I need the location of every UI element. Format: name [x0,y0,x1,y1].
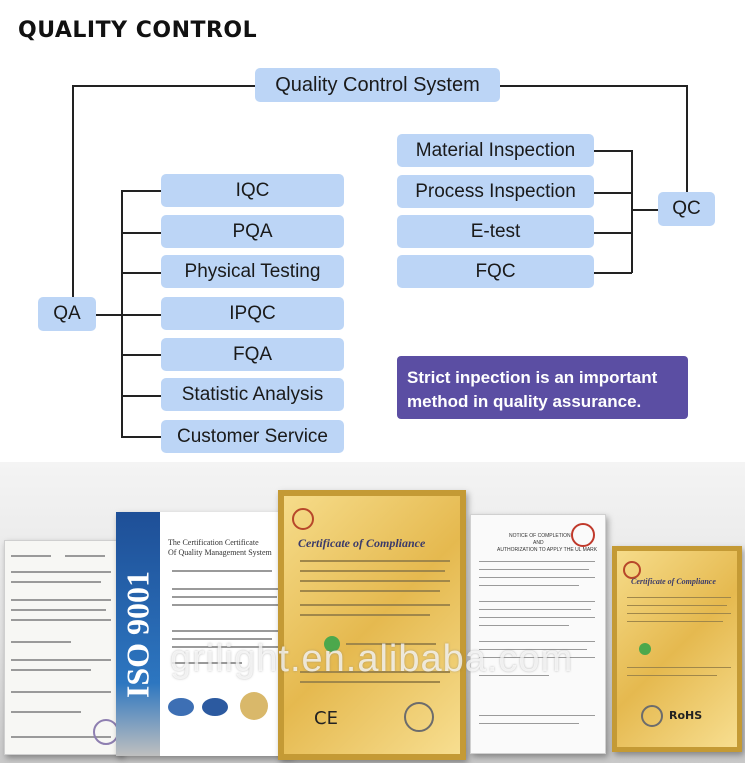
rohs-mark: RoHS [669,709,703,722]
qa-item-iqc: IQC [161,174,344,207]
note-callout: Strict inpection is an important method … [397,356,688,419]
qa-item-fqa: FQA [161,338,344,371]
qa-item-ipqc: IPQC [161,297,344,330]
certificate-compliance-right: Certificate of Compliance RoHS [612,546,742,752]
connector-qa-item [121,272,161,274]
green-badge-icon-right [639,643,651,655]
qc-item-process-inspection: Process Inspection [397,175,594,208]
qa-item-statistic-analysis: Statistic Analysis [161,378,344,411]
qa-item-physical-testing: Physical Testing [161,255,344,288]
compliance-title: Certificate of Compliance [298,536,426,550]
ul-notice-line2: AND [533,540,544,546]
connector-qc-item [594,272,632,274]
ul-logo-icon [571,523,595,547]
accreditation-logo-icon [168,698,194,716]
iso-header-line2: Of Quality Management System [168,548,272,557]
qc-item-material-inspection: Material Inspection [397,134,594,167]
root-node: Quality Control System [255,68,500,102]
iaf-logo-icon [202,698,228,716]
connector-qa-item [121,314,161,316]
ul-notice-line1: NOTICE OF COMPLETION [509,533,571,539]
watermark-text: grilight.en.alibaba.com [170,638,574,680]
iso-stripe [116,512,160,756]
ce-mark: CE [314,708,338,729]
certificate-compliance-center: Certificate of Compliance CE [278,490,466,760]
certificate-ul-notice: NOTICE OF COMPLETION AND AUTHORIZATION T… [470,514,606,754]
certificate-plain-left [4,540,122,755]
ul-notice-line3: AUTHORIZATION TO APPLY THE UL MARK [497,547,598,553]
connector-qa-item [121,395,161,397]
ntt-logo-icon-right [623,561,641,579]
compliance-title-right: Certificate of Compliance [631,577,716,586]
iso-vertical-text: ISO 9001 [119,570,156,699]
connector-root-left [72,85,255,87]
connector-qa-item [121,354,161,356]
ntt-stamp-icon-right [641,705,663,727]
connector-qc-in [631,209,658,211]
qa-node: QA [38,297,96,331]
gold-seal-icon [240,692,268,720]
connector-qa-item [121,436,161,438]
qc-node: QC [658,192,715,226]
connector-root-right [500,85,687,87]
connector-qc-bracket [631,150,633,273]
qc-item-e-test: E-test [397,215,594,248]
connector-qa-item [121,232,161,234]
green-badge-icon [324,636,340,652]
qa-item-pqa: PQA [161,215,344,248]
qa-item-customer-service: Customer Service [161,420,344,453]
connector-qa-item [121,190,161,192]
connector-qc-item [594,150,632,152]
connector-qc-item [594,232,632,234]
connector-qa-bracket [121,190,123,437]
ntt-logo-icon [292,508,314,530]
connector-qc-vertical [686,85,688,193]
certificate-iso-9001: ISO 9001 The Certification Certificate O… [116,512,292,756]
connector-qa-vertical [72,85,74,297]
connector-qc-item [594,192,632,194]
iso-header-line1: The Certification Certificate [168,538,259,547]
page-title: QUALITY CONTROL [18,18,258,43]
connector-qa-out [96,314,122,316]
qc-item-fqc: FQC [397,255,594,288]
ntt-stamp-icon [404,702,434,732]
certificates-photo: ISO 9001 The Certification Certificate O… [0,462,745,763]
